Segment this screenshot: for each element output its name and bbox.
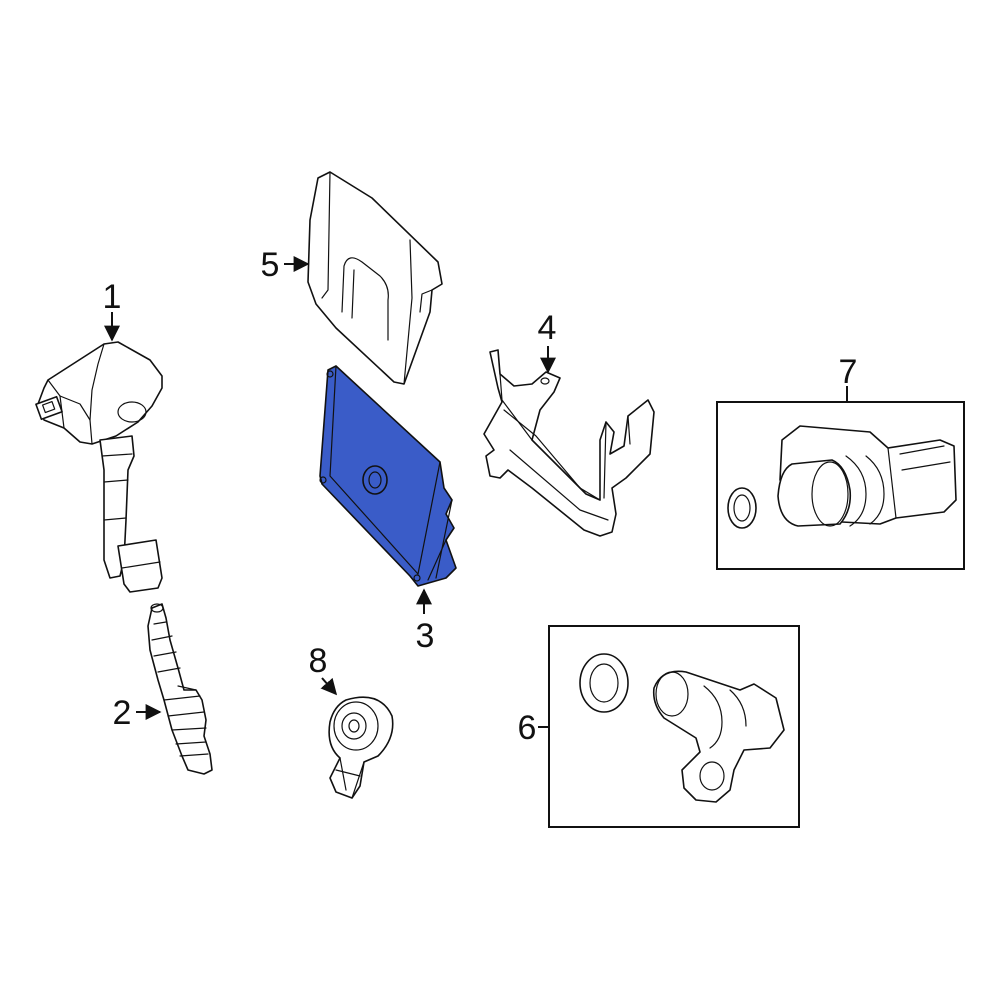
callout-3: 3	[416, 617, 435, 655]
part-2-spark-plug[interactable]	[147, 603, 213, 775]
part-4-ecu-bracket[interactable]	[483, 349, 655, 537]
callout-8: 8	[309, 642, 328, 680]
callout-1: 1	[103, 278, 122, 316]
callout-6: 6	[518, 709, 537, 747]
leader-8	[320, 677, 338, 696]
callout-2: 2	[113, 694, 132, 732]
part-5-ecu-cover[interactable]	[307, 171, 443, 385]
part-6-crank-position-sensor[interactable]	[579, 653, 785, 803]
leader-lines	[104, 256, 848, 728]
callout-7: 7	[839, 353, 858, 391]
part-7-cam-position-sensor[interactable]	[727, 425, 957, 529]
callout-4: 4	[538, 309, 557, 347]
part-7-inset-box	[716, 401, 965, 570]
callout-5: 5	[261, 246, 280, 284]
part-1-ignition-coil[interactable]	[35, 341, 163, 593]
part-3-ecu-module[interactable]	[319, 365, 457, 587]
part-8-knock-sensor[interactable]	[328, 696, 394, 799]
